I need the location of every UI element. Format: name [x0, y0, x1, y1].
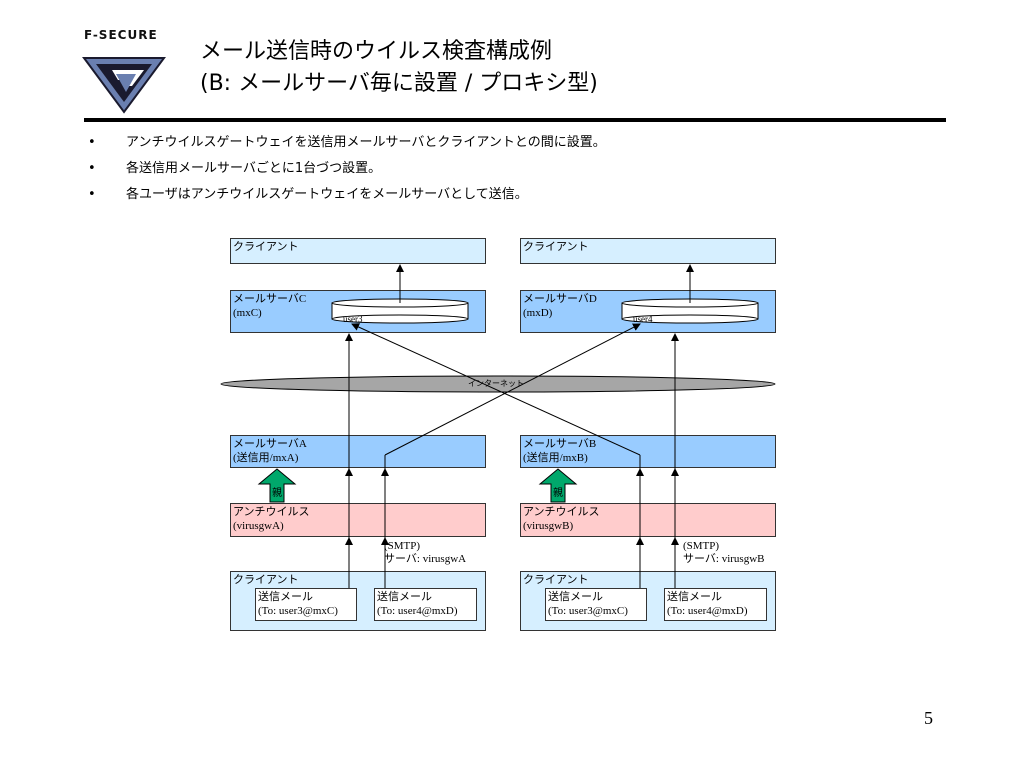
parent-arrow-right-icon: [538, 468, 578, 503]
mailbox-user3-label: user3: [343, 314, 363, 324]
mail-server-a: メールサーバA (送信用/mxA): [230, 435, 486, 468]
mail-server-b: メールサーバB (送信用/mxB): [520, 435, 776, 468]
f-secure-logo: [82, 57, 166, 114]
parent-label-left: 親: [272, 488, 282, 499]
mailbox-user4-label: user4: [633, 314, 653, 324]
slide-title: メール送信時のウイルス検査構成例 (B: メールサーバ毎に設置 / プロキシ型): [200, 36, 598, 100]
bullet-dot: •: [88, 187, 96, 202]
client-top-left: クライアント: [230, 238, 486, 264]
antivirus-gateway-b: アンチウイルス (virusgwB): [520, 503, 776, 537]
bullet-dot: •: [88, 135, 96, 150]
outgoing-mail-note: 送信メール (To: user4@mxD): [374, 588, 477, 621]
arrow: [384, 323, 641, 456]
arrow: [351, 323, 641, 456]
logo-text: F-SECURE: [84, 28, 158, 42]
title-divider: [84, 118, 946, 122]
parent-arrow-left-icon: [257, 468, 297, 503]
internet-label: インターネット: [468, 379, 524, 388]
outgoing-mail-note: 送信メール (To: user3@mxC): [255, 588, 357, 621]
outgoing-mail-note: 送信メール (To: user3@mxC): [545, 588, 647, 621]
smtp-label-left: (SMTP) サーバ: virusgwA: [384, 540, 467, 565]
parent-label-right: 親: [553, 488, 563, 499]
outgoing-mail-note: 送信メール (To: user4@mxD): [664, 588, 767, 621]
antivirus-gateway-a: アンチウイルス (virusgwA): [230, 503, 486, 537]
smtp-label-right: (SMTP) サーバ: virusgwB: [683, 540, 765, 565]
title-line-1: メール送信時のウイルス検査構成例: [200, 39, 553, 64]
internet-cloud: [220, 375, 776, 393]
bullet-dot: •: [88, 161, 96, 176]
client-top-right: クライアント: [520, 238, 776, 264]
title-line-2: (B: メールサーバ毎に設置 / プロキシ型): [200, 71, 598, 96]
page-number: 5: [924, 708, 933, 728]
